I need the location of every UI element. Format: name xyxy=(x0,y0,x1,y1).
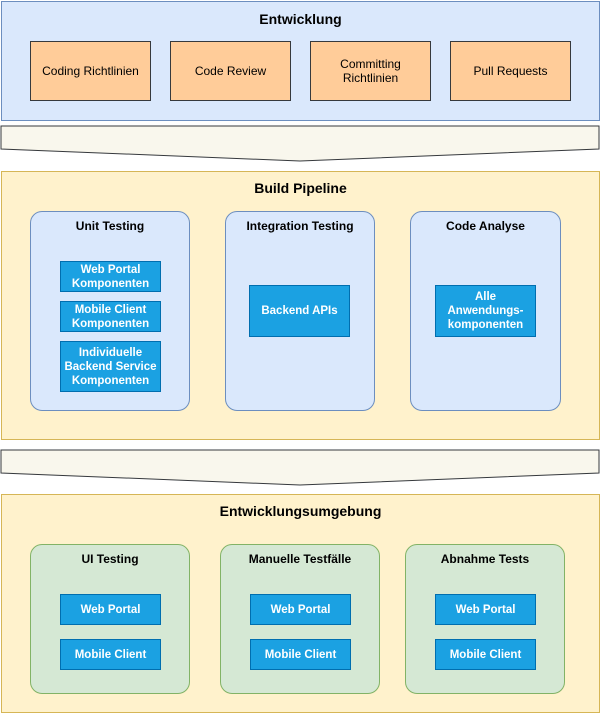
abnahme-tests-title: Abnahme Tests xyxy=(440,552,530,566)
code-review-box: Code Review xyxy=(170,41,291,101)
manuelle-mobile-client-box: Mobile Client xyxy=(250,639,351,670)
web-portal-komponenten-box: Web Portal Komponenten xyxy=(60,261,161,292)
alle-anwendungskomponenten-box: Alle Anwendungs-komponenten xyxy=(435,285,536,337)
flow-arrow-1 xyxy=(0,125,600,162)
backend-service-komponenten-box: Individuelle Backend Service Komponenten xyxy=(60,341,161,392)
coding-richtlinien-box: Coding Richtlinien xyxy=(30,41,151,101)
ui-testing-web-portal-box: Web Portal xyxy=(60,594,161,625)
entwicklung-title: Entwicklung xyxy=(259,11,342,27)
ui-testing-mobile-client-box: Mobile Client xyxy=(60,639,161,670)
manuelle-web-portal-box: Web Portal xyxy=(250,594,351,625)
manuelle-testfaelle-title: Manuelle Testfälle xyxy=(248,552,352,566)
code-analyse-title: Code Analyse xyxy=(446,219,525,233)
backend-apis-box: Backend APIs xyxy=(249,285,350,337)
mobile-client-komponenten-box: Mobile Client Komponenten xyxy=(60,301,161,332)
abnahme-web-portal-box: Web Portal xyxy=(435,594,536,625)
committing-richtlinien-box: Committing Richtlinien xyxy=(310,41,431,101)
flow-arrow-2 xyxy=(0,449,600,486)
entwicklungsumgebung-title: Entwicklungsumgebung xyxy=(219,503,382,519)
unit-testing-title: Unit Testing xyxy=(75,219,145,233)
pull-requests-box: Pull Requests xyxy=(450,41,571,101)
integration-testing-title: Integration Testing xyxy=(246,219,354,233)
build-pipeline-title: Build Pipeline xyxy=(254,180,347,196)
ui-testing-title: UI Testing xyxy=(81,552,139,566)
abnahme-mobile-client-box: Mobile Client xyxy=(435,639,536,670)
